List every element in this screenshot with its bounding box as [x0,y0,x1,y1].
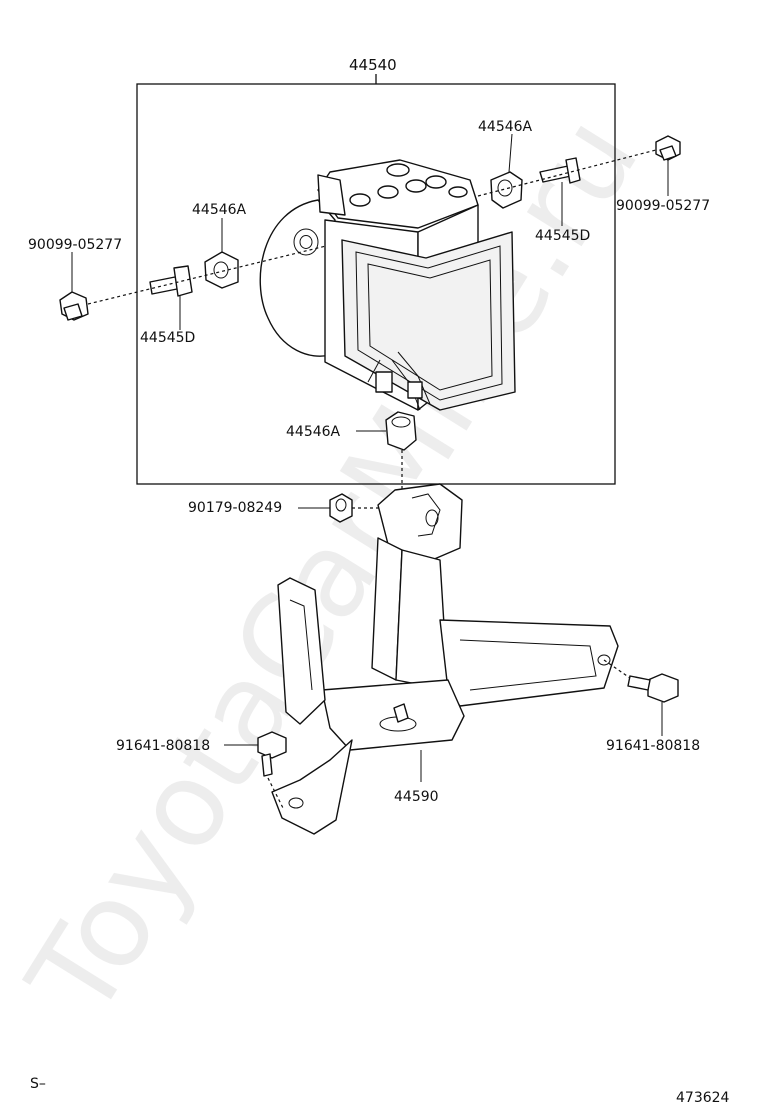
grommet [329,493,353,523]
bracket-bolt-right-axis [603,659,631,679]
label-cushion-top-right: 44546A [478,119,533,135]
cushion-top-right [490,133,523,209]
label-cushion-left: 44546A [192,202,247,218]
label-bracket: 44590 [394,789,439,805]
label-bracket-bolt-right: 91641-80818 [606,738,700,754]
bracket [271,483,619,835]
axis-left [87,245,327,305]
label-bracket-bolt-left: 91641-80818 [116,738,210,754]
abs-actuator [259,159,516,411]
label-stud-left: 44545D [140,330,195,346]
label-bolt-left: 90099-05277 [28,237,122,253]
label-cushion-bottom: 44546A [286,424,341,440]
corner-code: S– [30,1076,46,1092]
cushion-bottom [385,411,417,451]
bracket-bolt-right [627,673,679,703]
label-stud-right: 44545D [535,228,590,244]
axis-right [477,149,657,197]
cushion-left [204,218,239,289]
stud-left [149,265,193,330]
label-assembly: 44540 [349,56,397,74]
label-grommet: 90179-08249 [188,500,282,516]
bolt-right [655,135,681,196]
bracket-bolt-left [257,731,287,777]
bolt-left [59,252,89,321]
diagram-number: 473624 [676,1090,730,1106]
label-bolt-right: 90099-05277 [616,198,710,214]
